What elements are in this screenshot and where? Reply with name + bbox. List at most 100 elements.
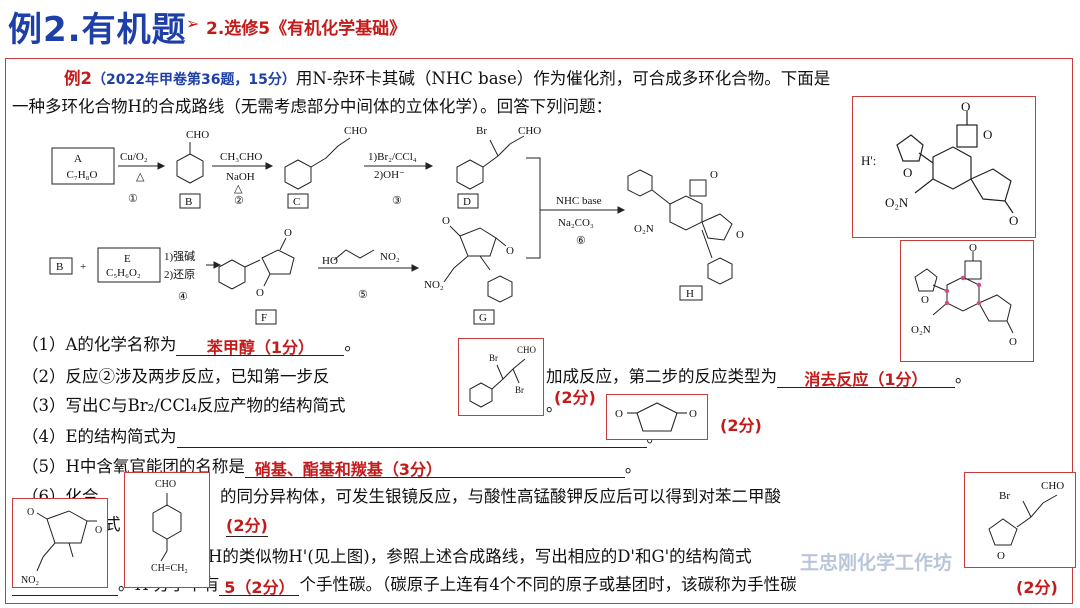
plus-sign: + bbox=[80, 261, 86, 273]
no2-label-g: NO₂ bbox=[424, 279, 444, 291]
benzene-ring-d bbox=[456, 159, 484, 190]
label-b2: B bbox=[56, 261, 63, 273]
compound-e-box bbox=[97, 247, 161, 283]
cyclohexane-ring-h bbox=[669, 195, 703, 231]
compound-a-label: A bbox=[74, 153, 82, 165]
question-frame bbox=[5, 58, 1073, 604]
label-h: H bbox=[686, 288, 694, 300]
watermark-text: 王忠刚化学工作坊 bbox=[800, 552, 953, 574]
step6-catalyst: NHC base bbox=[556, 195, 602, 207]
intro-text-1: 用N-杂环卡其碱（NHC base）作为催化剂，可合成多环化合物。下面是 bbox=[295, 69, 831, 88]
benzene-ring-g bbox=[487, 275, 513, 303]
label-f-box bbox=[255, 309, 277, 325]
cyclopentanedione-ring-f bbox=[261, 249, 295, 275]
o-label-g-1: O bbox=[442, 215, 450, 227]
arrow-right-icon: ➢ bbox=[186, 14, 200, 33]
cho-label-c: CHO bbox=[344, 125, 367, 137]
o-label-hpc-furan: O bbox=[921, 294, 929, 306]
o-label-h-ketone: O bbox=[736, 229, 744, 241]
o-label-hpc-2: O bbox=[1009, 336, 1017, 348]
o-label-hp-ring: O bbox=[983, 127, 992, 142]
o-label-gp-2: O bbox=[95, 525, 102, 536]
question-2b: 加成反应，第二步的反应类型为 消去反应（1分） 。 bbox=[546, 366, 972, 389]
compound-a-box bbox=[51, 147, 115, 185]
no2-label-gp: NO₂ bbox=[21, 575, 39, 586]
compound-e-label: E bbox=[124, 253, 131, 265]
q7-score: (2分) bbox=[1016, 578, 1058, 597]
cho-label-d: CHO bbox=[518, 125, 541, 137]
no2-label-step5: NO₂ bbox=[380, 251, 400, 263]
o-label-hp-furan: O bbox=[903, 165, 912, 180]
o-label-hp-2: O bbox=[1009, 213, 1018, 228]
step2-number: ② bbox=[234, 195, 244, 207]
label-c-box bbox=[287, 193, 309, 209]
step4-reagent: 1)强碱 bbox=[164, 250, 195, 263]
h-prime-structure-box: H': O O O O₂N O bbox=[852, 96, 1036, 238]
o-label-f-1: O bbox=[284, 227, 292, 239]
cho-label-b: CHO bbox=[186, 129, 209, 141]
benzene-ring-h-bottom bbox=[707, 257, 733, 285]
compound-e-formula: C₅H₆O₂ bbox=[106, 267, 141, 279]
d-prime-structure-box: Br CHO O bbox=[964, 472, 1076, 568]
step2-base: NaOH bbox=[226, 171, 255, 183]
slide-title: 例2.有机题 bbox=[8, 10, 187, 50]
o-label-hp-1: O bbox=[961, 99, 970, 114]
br-label-q3-1: Br bbox=[489, 353, 498, 363]
h-prime-label: H': bbox=[861, 153, 876, 168]
question-1: （1）A的化学名称为苯甲醇（1分）。 bbox=[22, 334, 361, 357]
q3-score: (2分) bbox=[554, 388, 596, 407]
label-d: D bbox=[463, 196, 471, 208]
q5-suffix: 。 bbox=[624, 457, 642, 476]
compound-a-formula: C₇H₈O bbox=[67, 169, 98, 181]
cho-label-q6: CHO bbox=[155, 479, 176, 490]
h-prime-chiral-box: O O O₂N O bbox=[900, 240, 1034, 362]
q5-answer: 硝基、酯基和羰基（3分） bbox=[254, 460, 443, 479]
o-label-dp: O bbox=[997, 550, 1005, 562]
o-label-g-2: O bbox=[506, 245, 514, 257]
vinyl-label-q6: CH=CH₂ bbox=[151, 563, 188, 574]
benzene-ring-b bbox=[176, 153, 204, 184]
br-label-q3-2: Br bbox=[515, 385, 524, 395]
q1-prefix: （1）A的化学名称为 bbox=[22, 335, 177, 354]
label-f: F bbox=[261, 312, 267, 324]
step1-heat: △ bbox=[136, 171, 145, 183]
step4-reduce: 2)还原 bbox=[164, 268, 195, 281]
step1-number: ① bbox=[128, 193, 138, 205]
intro-line-2: 一种多环化合物H的合成路线（无需考虑部分中间体的立体化学）。回答下列问题： bbox=[12, 97, 613, 116]
q2-answer: 消去反应（1分） bbox=[804, 370, 928, 389]
o-label-h-lactone: O bbox=[710, 169, 718, 181]
intro-line-1: 例2（2022年甲卷第36题，15分）用N-杂环卡其碱（NHC base）作为催… bbox=[64, 68, 830, 91]
step2-reagent: CH₃CHO bbox=[220, 151, 262, 163]
q2-mid: 加成反应，第二步的反应类型为 bbox=[546, 367, 777, 386]
g-prime-structure-box: O O NO₂ bbox=[12, 498, 108, 588]
q4-answer-structure: O O bbox=[606, 394, 708, 440]
slide-subtitle: 2.选修5《有机化学基础》 bbox=[206, 19, 407, 39]
q4-score: (2分) bbox=[720, 416, 762, 435]
q7-suffix: 个手性碳。（碳原子上连有4个不同的原子或基团时，该碳称为手性碳 bbox=[299, 575, 797, 594]
o2n-label-hp: O₂N bbox=[885, 195, 909, 210]
br-label-d: Br bbox=[476, 125, 487, 137]
o-label-gp-1: O bbox=[27, 507, 34, 518]
q3-suffix: 。 bbox=[546, 396, 563, 415]
o2n-label-hpc: O₂N bbox=[911, 324, 931, 336]
step3-base: 2)OH⁻ bbox=[374, 169, 405, 181]
label-h-box bbox=[679, 285, 703, 301]
question-6c: 式 bbox=[104, 515, 121, 534]
q6-answer-structure: CHO CH=CH₂ bbox=[124, 472, 210, 588]
q6-score: (2分) bbox=[226, 512, 268, 537]
q2-suffix: 。 bbox=[955, 367, 972, 386]
step5-number: ⑤ bbox=[358, 289, 368, 301]
question-7a: H的类似物H'(见上图)，参照上述合成路线，写出相应的D'和G'的结构简式 bbox=[208, 547, 752, 566]
q1-suffix: 。 bbox=[344, 335, 361, 354]
o-label-f-2: O bbox=[256, 287, 264, 299]
q7-answer: 5（2分） bbox=[224, 578, 295, 597]
q3-prefix: （3）写出C与Br₂/CCl₄反应产物的结构简式 bbox=[22, 396, 346, 415]
ho-label: HO bbox=[322, 255, 338, 267]
cyclopentanedione-ring-g bbox=[459, 227, 497, 257]
question-4: （4）E的结构简式为。 bbox=[22, 426, 663, 448]
cho-label-dp: CHO bbox=[1041, 480, 1064, 492]
benzene-ring-f bbox=[218, 259, 246, 290]
label-g: G bbox=[479, 312, 487, 324]
label-b-box bbox=[179, 193, 201, 209]
o-label-q4-1: O bbox=[615, 408, 623, 420]
